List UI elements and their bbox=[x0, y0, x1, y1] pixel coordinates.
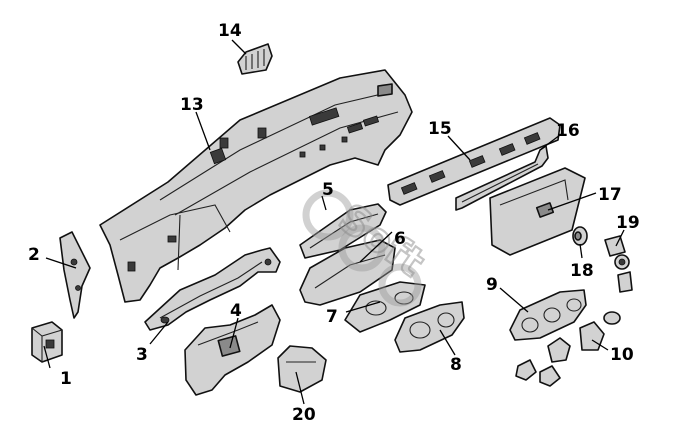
switch-block bbox=[31, 321, 63, 363]
small-trim-panel bbox=[277, 345, 327, 393]
gauge-cluster bbox=[509, 289, 587, 341]
lock-cylinder bbox=[572, 226, 588, 246]
dashboard-panel bbox=[99, 69, 413, 303]
vent-grille bbox=[237, 43, 273, 75]
cluster-housing bbox=[299, 239, 396, 306]
callout-8: 8 bbox=[450, 355, 462, 375]
leader-lines bbox=[43, 39, 625, 405]
support-bracket bbox=[455, 145, 549, 211]
callout-18: 18 bbox=[570, 261, 594, 281]
air-duct bbox=[387, 117, 561, 206]
callout-14: 14 bbox=[218, 21, 242, 41]
callout-3: 3 bbox=[136, 345, 148, 365]
callout-5: 5 bbox=[322, 180, 334, 200]
instrument-face bbox=[394, 301, 465, 353]
ignition-switch bbox=[604, 235, 633, 293]
callout-2: 2 bbox=[28, 245, 40, 265]
cluster-bezel bbox=[344, 281, 426, 333]
callout-labels: 1 2 3 4 5 6 7 8 9 10 13 14 15 16 17 18 1… bbox=[28, 21, 640, 425]
callout-17: 17 bbox=[598, 185, 622, 205]
callout-6: 6 bbox=[394, 229, 406, 249]
duct-assembly bbox=[299, 203, 387, 259]
knee-panel bbox=[184, 304, 281, 396]
callout-19: 19 bbox=[616, 213, 640, 233]
glove-box-door bbox=[489, 167, 586, 256]
lower-cover bbox=[144, 247, 281, 331]
callout-7: 7 bbox=[326, 307, 338, 327]
callout-10: 10 bbox=[610, 345, 634, 365]
callout-1: 1 bbox=[60, 369, 72, 389]
left-side-bracket bbox=[59, 231, 91, 319]
callout-9: 9 bbox=[486, 275, 498, 295]
callout-4: 4 bbox=[230, 301, 242, 321]
callout-13: 13 bbox=[180, 95, 204, 115]
callout-16: 16 bbox=[556, 121, 580, 141]
callout-15: 15 bbox=[428, 119, 452, 139]
callout-20: 20 bbox=[292, 405, 316, 425]
